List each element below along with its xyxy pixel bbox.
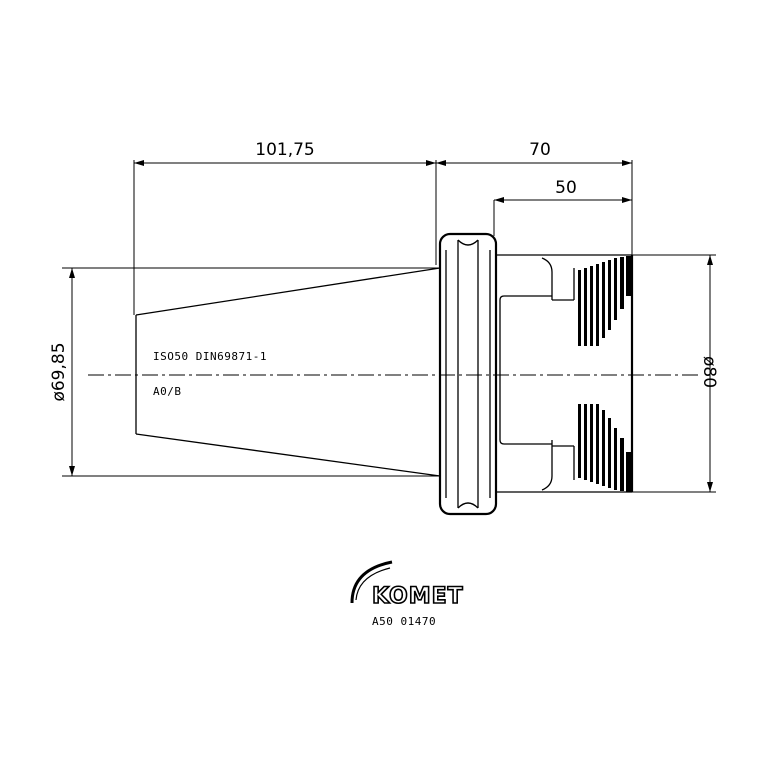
dimension-taper-diameter: ø69,85 — [49, 267, 440, 477]
flange — [438, 232, 498, 516]
taper-length-label: 101,75 — [255, 140, 314, 160]
taper-diameter-label: ø69,85 — [49, 342, 69, 401]
logo-wordmark: KOMET — [372, 584, 464, 609]
dimension-bore-depth: 50 — [493, 178, 632, 236]
dimension-taper-length: 101,75 — [133, 140, 437, 315]
hatch-top — [578, 256, 631, 346]
dimension-overall-length: 70 — [436, 140, 633, 258]
form-note: A0/B — [153, 385, 182, 398]
komet-logo: KOMET — [350, 560, 464, 610]
front-body — [496, 254, 634, 493]
bore-depth-label: 50 — [555, 178, 577, 198]
hatch-bottom — [578, 404, 631, 492]
taper-shank — [135, 267, 441, 477]
outer-diameter-label: ø80 — [699, 356, 719, 388]
dimension-outer-diameter: ø80 — [632, 254, 719, 493]
standard-note: ISO50 DIN69871-1 — [153, 350, 267, 363]
part-number: A50 01470 — [372, 615, 436, 628]
overall-length-label: 70 — [529, 140, 551, 160]
